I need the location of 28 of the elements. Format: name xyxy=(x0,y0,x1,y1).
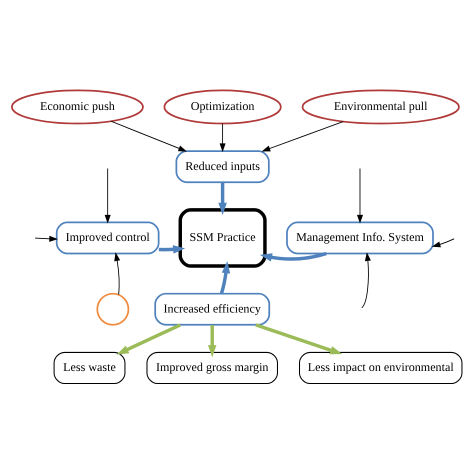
node-ellipse: Environmental pull xyxy=(302,90,460,124)
arrow xyxy=(208,325,216,358)
node-ellipse: Economic push xyxy=(11,90,144,124)
node-box: Less impact on environmental xyxy=(298,352,462,384)
arrow xyxy=(255,323,342,354)
arrow xyxy=(158,245,186,254)
arrow xyxy=(260,252,327,262)
node-box: Reduced inputs xyxy=(176,150,270,184)
arrow xyxy=(104,168,111,224)
arrow xyxy=(110,120,188,152)
arrow xyxy=(114,252,120,296)
arrow xyxy=(220,261,230,294)
node-box: Increased efficiency xyxy=(154,292,270,326)
node-circle xyxy=(96,292,130,326)
node-box: Improved gross margin xyxy=(146,352,278,384)
arrow xyxy=(432,238,455,248)
node-box: SSM Practice xyxy=(178,208,267,268)
arrow xyxy=(220,123,226,152)
node-box: Less waste xyxy=(54,352,126,384)
node-box: Improved control xyxy=(56,222,160,254)
node-ellipse: Optimization xyxy=(164,90,282,124)
arrow xyxy=(218,182,227,215)
arrow xyxy=(34,236,58,242)
arrow xyxy=(262,121,344,152)
arrow xyxy=(116,323,182,355)
node-box: Management Info. System xyxy=(286,222,434,254)
arrow xyxy=(361,252,371,308)
arrow xyxy=(356,168,364,224)
